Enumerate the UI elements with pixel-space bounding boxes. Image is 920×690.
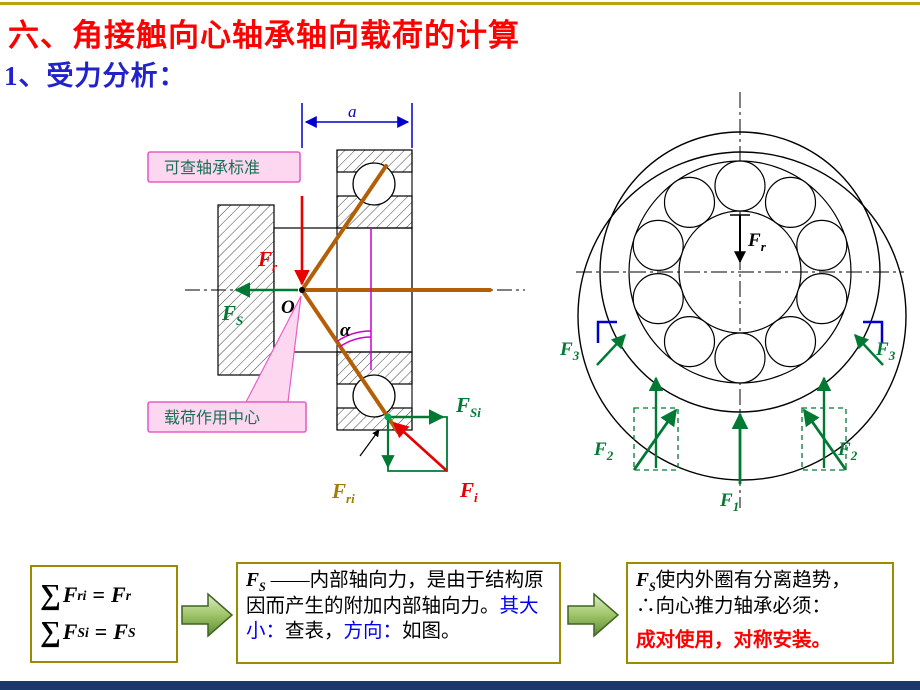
callout-box [147, 151, 301, 183]
fs-label: FS [221, 301, 243, 328]
f3-label-right: F3 [875, 339, 896, 363]
ball [796, 273, 848, 325]
callout-standard-text: 可查轴承标准 [164, 159, 260, 177]
fri-label: Fri [331, 479, 355, 506]
callout-load-center-text: 载荷作用中心 [164, 409, 260, 427]
ball [632, 273, 684, 325]
f2-label-right: F2 [837, 439, 858, 463]
sigma-symbol: ∑ [40, 616, 61, 648]
f1-label: F1 [719, 490, 739, 514]
arrow-shape [567, 592, 620, 638]
contact-line-lower [300, 288, 400, 434]
bearing-front-view: Fr F1 F2 F2 F3 F3 [559, 92, 907, 514]
alpha-arc-2 [336, 330, 372, 343]
right-angle-mark-left [596, 320, 617, 343]
top-rule [0, 2, 920, 5]
conclusion-box: FS使内外圈有分离趋势， ∴向心推力轴承必须： 成对使用，对称安装。 [626, 562, 894, 664]
conclusion-line-2: ∴向心推力轴承必须： [636, 596, 832, 618]
conclusion-emphasis: 成对使用，对称安装。 [636, 630, 832, 652]
ball [663, 316, 716, 368]
f3-arrow-right [854, 333, 884, 366]
page-title: 六、角接触向心轴承轴向载荷的计算 [8, 18, 520, 53]
ball [663, 176, 716, 228]
fs-symbol: F [246, 570, 260, 591]
contact-point-dot [384, 413, 392, 421]
f3-arrow-left [596, 333, 626, 366]
force-parallelogram [359, 409, 448, 472]
fr-front-label: Fr [747, 230, 767, 254]
flow-arrow-1 [181, 592, 234, 638]
fi-arrow [392, 421, 448, 472]
conclusion-line-1: FS使内外圈有分离趋势， [636, 570, 851, 594]
housing-circle [577, 151, 907, 481]
ball [714, 332, 766, 384]
f2-label-left: F2 [593, 439, 614, 463]
arrow-shape [181, 592, 234, 638]
flow-arrow-2 [567, 592, 620, 638]
fs-symbol: F [636, 570, 650, 591]
alpha-label: α [340, 320, 351, 341]
alpha-arc-1 [339, 336, 372, 348]
callout-load-center: 载荷作用中心 [147, 295, 307, 433]
bearing-cross-section-view: a 可查轴承标准 α Fr FS O 载荷作用中心 [147, 102, 525, 506]
ball [796, 219, 848, 271]
fsi-label: FSi [455, 393, 481, 420]
contact-line-upper [300, 164, 388, 292]
f3-label-left: F3 [559, 339, 580, 363]
o-label: O [281, 297, 295, 318]
ball [714, 160, 766, 212]
fi-label: Fi [459, 478, 478, 505]
ball [764, 176, 817, 228]
sigma-symbol: ∑ [40, 579, 61, 611]
dimension-a: a [301, 102, 413, 148]
callout-box [147, 401, 307, 433]
fr-label: Fr [257, 247, 278, 274]
outer-ring-circle [599, 131, 881, 413]
dim-a-label: a [348, 102, 357, 121]
footer-bar [0, 681, 920, 690]
ball [632, 219, 684, 271]
load-center-point [299, 287, 305, 293]
reaction-forces [596, 320, 884, 484]
contact-lines [300, 164, 492, 434]
ball [764, 316, 817, 368]
ball-set [632, 160, 848, 384]
section-heading: 1、受力分析： [4, 61, 187, 91]
internal-axial-force-note: FS ——内部轴向力，是由于结构原因而产生的附加内部轴向力。其大小：查表，方向：… [236, 562, 561, 664]
contact-direction-tick [359, 429, 380, 457]
callout-bearing-standard: 可查轴承标准 [147, 151, 301, 183]
right-angle-mark-right [863, 320, 884, 343]
